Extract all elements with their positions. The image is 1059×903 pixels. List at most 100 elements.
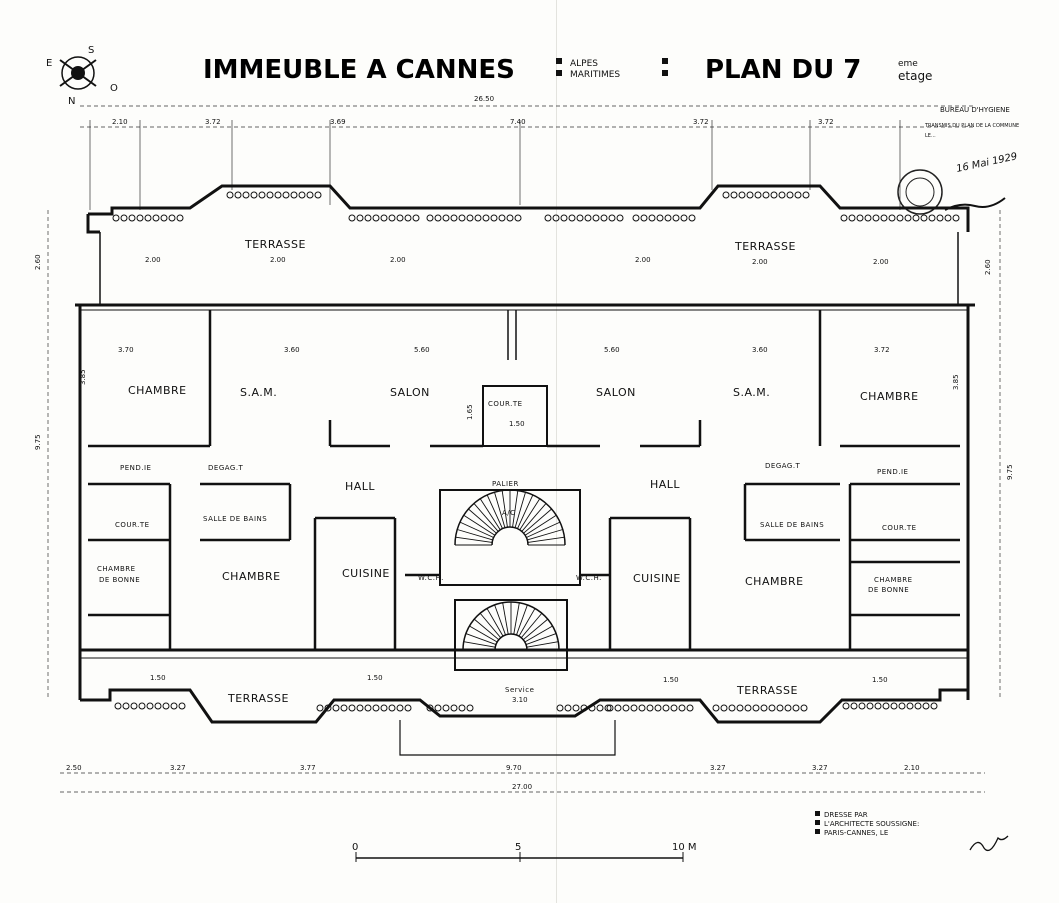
dim-bottom-5: 3.27 (710, 764, 726, 772)
hygiene-stamp: BUREAU D'HYGIENE TRANSMIS DU PLAN DE LA … (897, 106, 1019, 215)
baluster (906, 702, 914, 710)
baluster (930, 702, 938, 710)
baluster (170, 702, 178, 710)
room-chambre2-right: CHAMBRE (745, 575, 804, 588)
baluster (744, 704, 752, 712)
baluster (490, 214, 498, 222)
room-service: Service (505, 686, 534, 694)
baluster (274, 191, 282, 199)
stair-tread (473, 503, 499, 532)
baluster (136, 214, 144, 222)
dim-bottom-bay-3: 1.50 (663, 676, 679, 684)
baluster (680, 214, 688, 222)
scale-zero: 0 (352, 842, 358, 853)
stair-tread (516, 604, 528, 636)
scale-mid: 5 (515, 842, 521, 853)
baluster (466, 214, 474, 222)
stair-tread (527, 529, 563, 541)
dim-room-5: 3.60 (752, 346, 768, 354)
baluster (866, 702, 874, 710)
baluster (450, 214, 458, 222)
baluster (688, 214, 696, 222)
baluster (160, 214, 168, 222)
stair-tread (455, 536, 493, 543)
baluster (712, 704, 720, 712)
baluster (250, 191, 258, 199)
baluster (648, 214, 656, 222)
baluster (890, 702, 898, 710)
baluster (622, 704, 630, 712)
baluster (754, 191, 762, 199)
stair-tread (517, 494, 534, 529)
stair-tread (459, 521, 494, 538)
stair-tread (526, 641, 559, 648)
interior-walls (88, 310, 960, 671)
baluster (364, 704, 372, 712)
baluster (776, 704, 784, 712)
stair-tread (494, 604, 506, 636)
stair-tread (502, 602, 509, 635)
title-plan: PLAN DU 7 (705, 55, 861, 85)
dim-right-height: 9.75 (1006, 464, 1014, 480)
baluster (864, 214, 872, 222)
baluster (914, 702, 922, 710)
stair-tread (479, 498, 501, 531)
room-palier: PALIER (492, 480, 519, 488)
baluster (664, 214, 672, 222)
dim-left-terrace: 2.60 (34, 254, 42, 270)
baluster (572, 704, 580, 712)
architect-signature (969, 835, 1009, 852)
baluster (466, 704, 474, 712)
baluster (404, 214, 412, 222)
baluster (388, 214, 396, 222)
baluster (784, 704, 792, 712)
stair-tread (494, 492, 506, 528)
baluster (630, 704, 638, 712)
title-region-1: ALPES (570, 59, 598, 69)
stair-tread (527, 536, 565, 543)
baluster (672, 214, 680, 222)
baluster (604, 704, 612, 712)
baluster (458, 704, 466, 712)
room-hall-left: HALL (345, 480, 375, 493)
baluster (146, 702, 154, 710)
room-salon-left: SALON (390, 386, 430, 399)
baluster (904, 214, 912, 222)
stair-tread (519, 498, 541, 531)
baluster (880, 214, 888, 222)
room-salon-right: SALON (596, 386, 636, 399)
compass-o: O (110, 83, 118, 94)
baluster (760, 704, 768, 712)
baluster (474, 214, 482, 222)
room-bonne-right-1: CHAMBRE (874, 576, 913, 584)
room-wc-left: W.C.H. (418, 574, 444, 582)
baluster (258, 191, 266, 199)
baluster (882, 702, 890, 710)
room-degag-left: DEGAG.T (208, 464, 244, 472)
dim-room-3: 5.60 (414, 346, 430, 354)
baluster (332, 704, 340, 712)
baluster (768, 704, 776, 712)
dim-right-terrace: 2.60 (984, 259, 992, 275)
baluster (306, 191, 314, 199)
room-terrasse-top-left: TERRASSE (244, 238, 306, 251)
baluster (506, 214, 514, 222)
baluster (226, 191, 234, 199)
baluster (568, 214, 576, 222)
stair-tread (518, 608, 536, 637)
baluster (606, 704, 614, 712)
baluster (738, 191, 746, 199)
baluster (656, 214, 664, 222)
dim-bottom-bay-2: 1.50 (367, 674, 383, 682)
stamp-line2: TRANSMIS DU PLAN DE LA COMMUNE (924, 123, 1019, 129)
paper-fold (556, 0, 557, 903)
baluster (560, 214, 568, 222)
baluster (412, 214, 420, 222)
baluster (888, 214, 896, 222)
baluster (120, 214, 128, 222)
room-sdb-right: SALLE DE BAINS (760, 521, 824, 529)
baluster (324, 704, 332, 712)
baluster (686, 704, 694, 712)
balustrade (112, 191, 960, 712)
baluster (662, 704, 670, 712)
